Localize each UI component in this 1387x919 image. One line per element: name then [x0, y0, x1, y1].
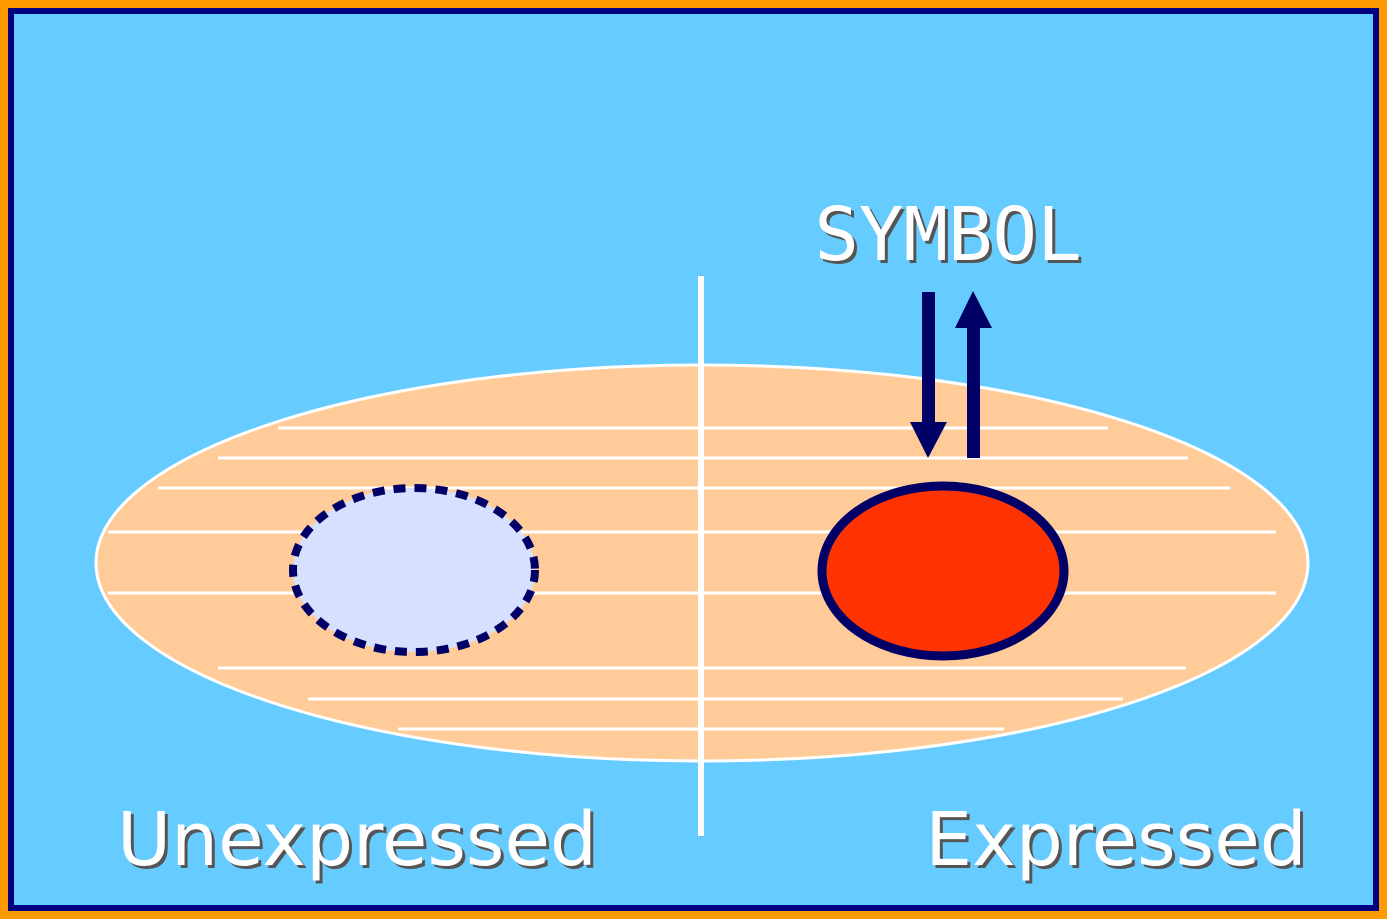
expressed-label-shadow: Expressed [928, 800, 1309, 886]
symbol-label-shadow: SYMBOL [817, 195, 1084, 281]
arrow-up-icon [955, 291, 992, 458]
symbol-label: SYMBOL [814, 192, 1081, 278]
unexpressed-label: Unexpressed [117, 797, 597, 883]
expressed-gene [817, 481, 1069, 661]
unexpressed-gene [289, 484, 539, 656]
arrow-down-icon [910, 292, 947, 458]
expressed-label: Expressed [925, 797, 1306, 883]
unexpressed-label-shadow: Unexpressed [120, 800, 600, 886]
diagram-canvas: SYMBOL SYMBOL Unexpressed Unexpressed Ex… [94, 192, 1310, 886]
